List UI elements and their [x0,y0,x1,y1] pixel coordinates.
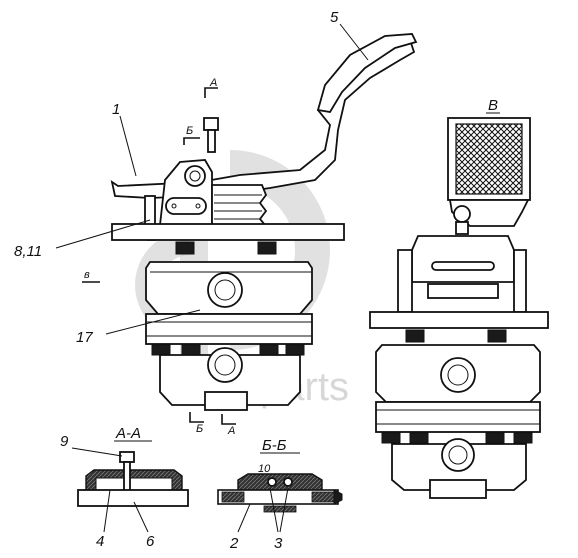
label-part-10: 10 [258,463,271,475]
view-b-slot [431,261,495,271]
leader-17 [105,309,201,335]
adjust-screw [207,129,216,153]
leader-2 [237,503,251,533]
view-b-bolt-2 [409,432,429,444]
view-b-bolt-3 [485,432,505,444]
nameplate [165,197,207,215]
leader-3 [269,487,289,533]
label-part-17: 17 [76,329,93,346]
label-part-4: 4 [96,533,104,550]
section-b-arrow-top [183,137,200,145]
view-b-port-upper [440,357,476,393]
section-bb-tip [333,489,343,505]
section-b-mark-top: Б [186,125,193,137]
pedal-pad-5 [316,33,418,113]
nameplate-rivet-right [195,203,201,209]
adjust-screw-nut [203,117,219,131]
leader-1 [119,115,137,177]
section-bb-cover [237,473,323,490]
section-aa-title: А-А [115,425,141,442]
section-bb: Б-Б 10 2 3 [217,437,343,552]
section-bb-seat [263,505,297,513]
view-b-title: В [488,97,498,114]
view-b-pad-base [448,199,530,227]
flange-bolt-4 [285,344,305,356]
view-b-flange [375,401,541,433]
leader-6 [133,501,149,533]
section-b-arrow-bottom [189,412,204,423]
label-part-5: 5 [330,9,339,26]
view-b-bolt-1 [381,432,401,444]
leader-5 [339,23,369,61]
section-marks: А Б Б А в [82,77,236,437]
section-bb-ball-1 [267,477,277,487]
valve-flange [145,313,313,345]
plate-nut-right [257,241,277,255]
view-b-arrow-mark: в [84,269,90,281]
flange-bolt-1 [151,344,171,356]
boot-folds [214,194,262,220]
flange-bolt-3 [259,344,279,356]
view-b-assembly: В [369,97,549,499]
leader-4 [103,489,111,533]
view-b-nut-left [405,329,425,343]
section-a-arrow-bottom [221,414,236,425]
view-b-bracket-left [397,249,413,313]
label-part-8-11: 8,11 [14,243,42,260]
callouts-main: 5 1 8,11 17 [14,9,369,346]
section-aa-cavity [95,477,173,491]
main-assembly [110,33,418,411]
view-b-outlet [429,479,487,499]
view-b-mounting-plate [369,311,549,329]
section-aa-plate [77,489,189,507]
port-upper [207,272,243,308]
view-b-screw-head [453,205,471,223]
port-upper-inner [214,279,236,301]
hinge-bracket [158,159,213,226]
view-b-pad-mesh [455,123,523,195]
section-a-mark-bottom: А [227,425,235,437]
mounting-plate [111,223,345,241]
view-b-screw-nut [455,221,469,235]
view-b-port-lower [441,438,475,472]
label-part-9: 9 [60,433,69,450]
view-b-bolt-4 [513,432,533,444]
nameplate-rivet-left [171,203,177,209]
flange-bolt-2 [181,344,201,356]
section-b-mark-bottom: Б [196,423,203,435]
section-aa: А-А 9 4 6 [60,425,189,550]
view-b-port-upper-inner [447,364,469,386]
valve-outlet [204,391,248,411]
section-a-mark-top: А [209,77,217,89]
label-part-2: 2 [229,535,239,552]
leader-8-11 [55,219,151,249]
hinge-pin [184,165,206,187]
section-aa-nut-9 [119,451,135,463]
view-b-port-lower-inner [448,445,468,465]
view-b-bracket-right [513,249,527,313]
port-lower [207,347,243,383]
plate-nut-left [175,241,195,255]
view-b-lever-body [411,235,515,283]
section-a-arrow-top [204,87,218,98]
label-part-6: 6 [146,533,155,550]
section-bb-hatch-right [311,491,335,503]
section-bb-ball-2 [283,477,293,487]
label-part-3: 3 [274,535,283,552]
leader-9 [71,447,123,457]
port-lower-inner [214,354,236,376]
label-part-1: 1 [112,101,120,118]
section-bb-title: Б-Б [262,437,287,454]
valve-flange-lines [146,321,312,337]
view-b-boot [427,283,499,299]
view-b-flange-lines [376,409,540,425]
hinge-pin-inner [189,170,201,182]
section-bb-hatch-left [221,491,245,503]
view-b-nut-right [487,329,507,343]
